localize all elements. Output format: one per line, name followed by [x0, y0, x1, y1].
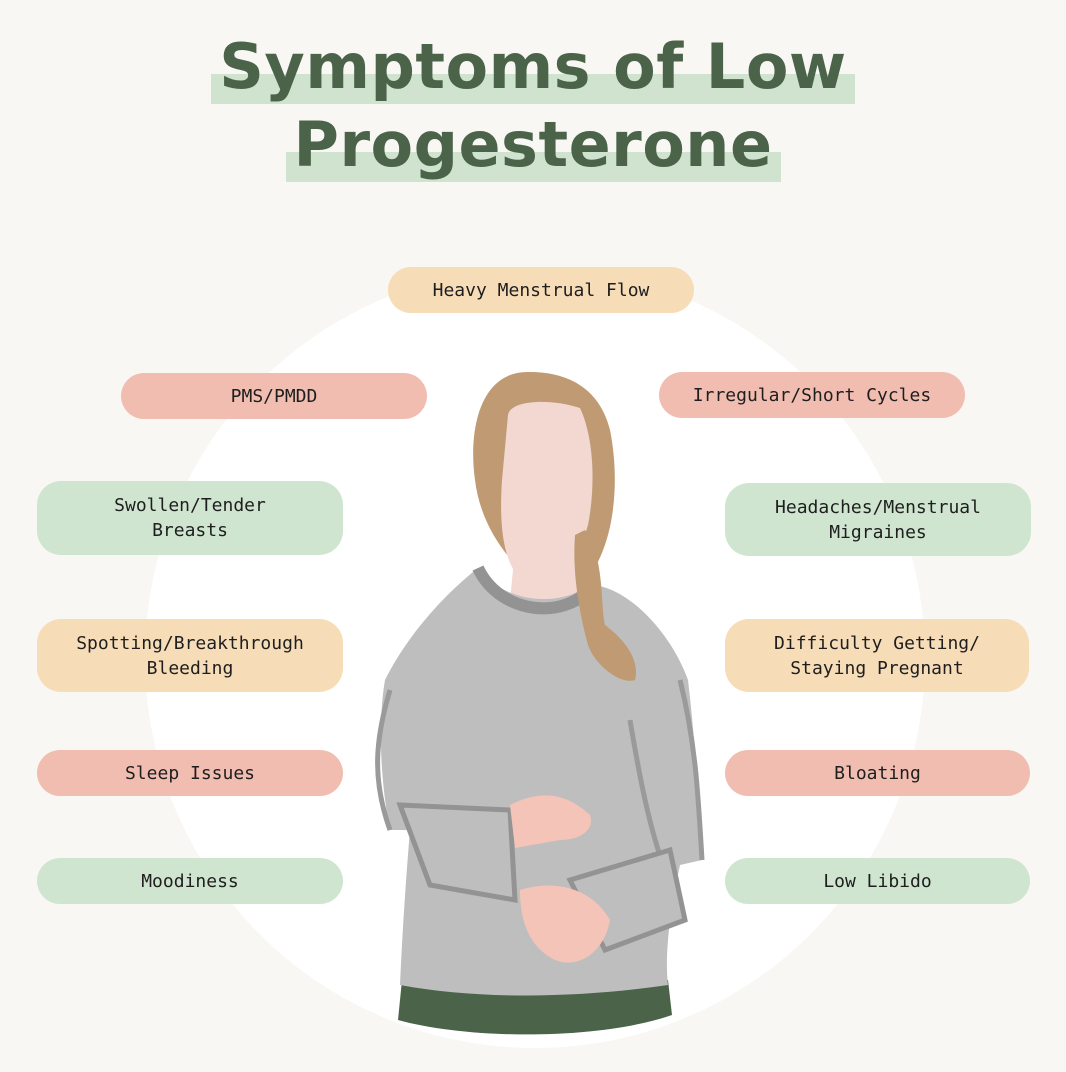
symptom-spotting-breakthrough-bleeding: Spotting/Breakthrough Bleeding: [37, 619, 343, 692]
title: Symptoms of Low Progesterone: [0, 28, 1066, 184]
symptom-moodiness: Moodiness: [37, 858, 343, 904]
symptom-low-libido: Low Libido: [725, 858, 1030, 904]
symptom-swollen-tender-breasts: Swollen/Tender Breasts: [37, 481, 343, 555]
symptom-heavy-menstrual-flow: Heavy Menstrual Flow: [388, 267, 694, 313]
title-line-2: Progesterone: [285, 106, 781, 184]
symptom-irregular-short-cycles: Irregular/Short Cycles: [659, 372, 965, 418]
symptom-pms-pmdd: PMS/PMDD: [121, 373, 427, 419]
symptom-bloating: Bloating: [725, 750, 1030, 796]
title-line-1: Symptoms of Low: [211, 28, 855, 106]
symptom-difficulty-pregnant: Difficulty Getting/ Staying Pregnant: [725, 619, 1029, 692]
symptom-headaches-migraines: Headaches/Menstrual Migraines: [725, 483, 1031, 556]
woman-illustration: [375, 371, 705, 1035]
symptom-sleep-issues: Sleep Issues: [37, 750, 343, 796]
